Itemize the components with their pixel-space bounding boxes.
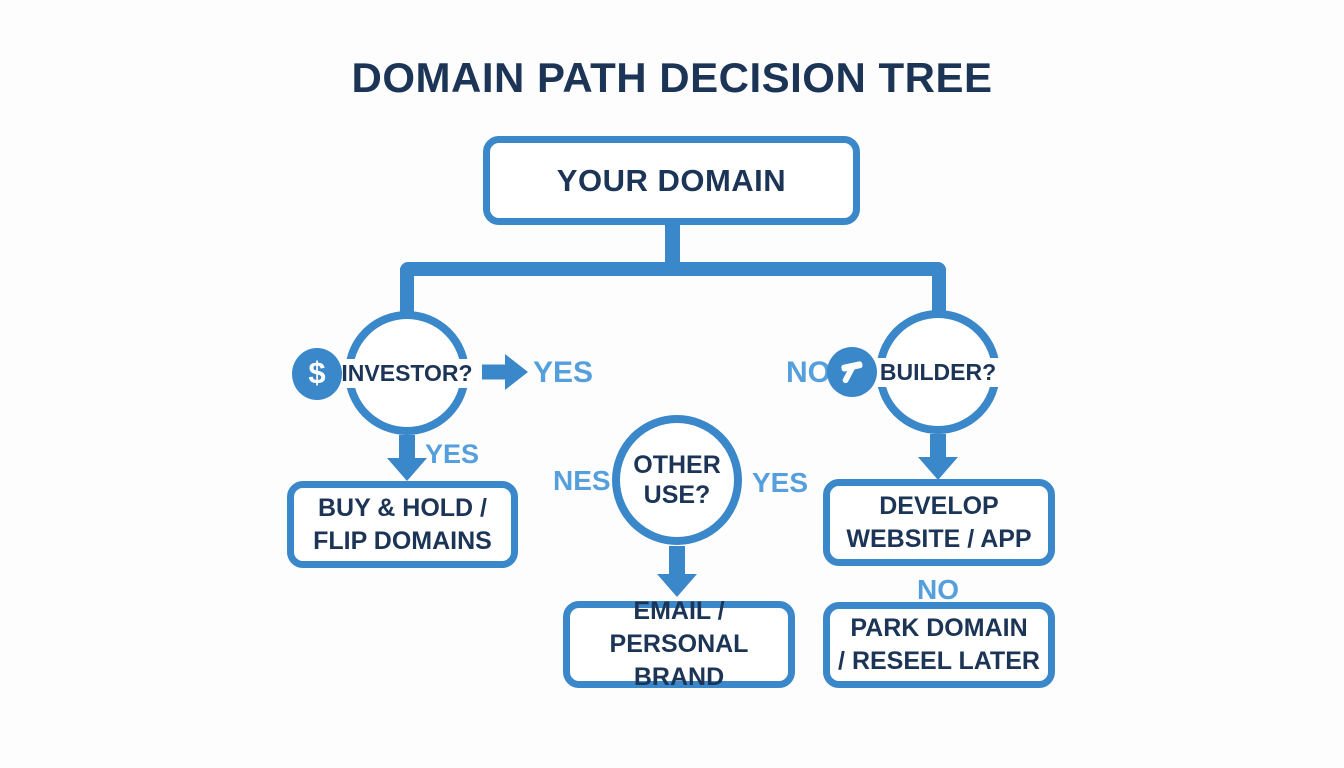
arrow-other-down (657, 546, 697, 598)
node-park: PARK DOMAIN / RESEEL LATER (823, 602, 1055, 688)
node-investor-label: INVESTOR? (337, 358, 477, 388)
node-email-label: EMAIL / PERSONAL BRAND (609, 597, 749, 691)
connector-root-stub (665, 222, 680, 264)
label-other-yes: YES (752, 467, 809, 498)
node-develop: DEVELOP WEBSITE / APP (823, 479, 1055, 566)
node-develop-label: DEVELOP WEBSITE / APP (846, 491, 1032, 553)
node-builder: BUILDER? (875, 310, 1001, 434)
arrow-builder-down (918, 434, 958, 480)
label-other-nes: NES (553, 465, 611, 496)
arrow-investor-down (387, 435, 427, 481)
hammer-icon (827, 347, 877, 397)
node-buy-hold: BUY & HOLD / FLIP DOMAINS (287, 481, 518, 568)
label-investor-yes-right: YES (533, 356, 594, 389)
label-investor-yes-down: YES (425, 439, 480, 469)
node-your-domain-label: YOUR DOMAIN (556, 162, 787, 198)
label-park-no: NO (917, 574, 959, 605)
node-park-label: PARK DOMAIN / RESEEL LATER (838, 614, 1040, 675)
node-builder-label: BUILDER? (875, 357, 1001, 387)
node-other-use: OTHER USE? (612, 415, 742, 545)
node-email: EMAIL / PERSONAL BRAND (563, 597, 795, 691)
connector-horizontal (400, 262, 946, 276)
connector-left-stub (400, 268, 414, 316)
page-title: DOMAIN PATH DECISION TREE (351, 54, 993, 101)
connector-right-stub (932, 268, 946, 316)
node-investor: INVESTOR? (337, 311, 477, 435)
node-buy-hold-label: BUY & HOLD / FLIP DOMAINS (313, 493, 492, 555)
node-your-domain: YOUR DOMAIN (483, 136, 860, 225)
dollar-icon: $ (292, 348, 342, 400)
label-builder-no: NO (786, 356, 831, 389)
arrow-investor-right (482, 354, 528, 390)
node-other-use-label: OTHER USE? (629, 449, 725, 511)
